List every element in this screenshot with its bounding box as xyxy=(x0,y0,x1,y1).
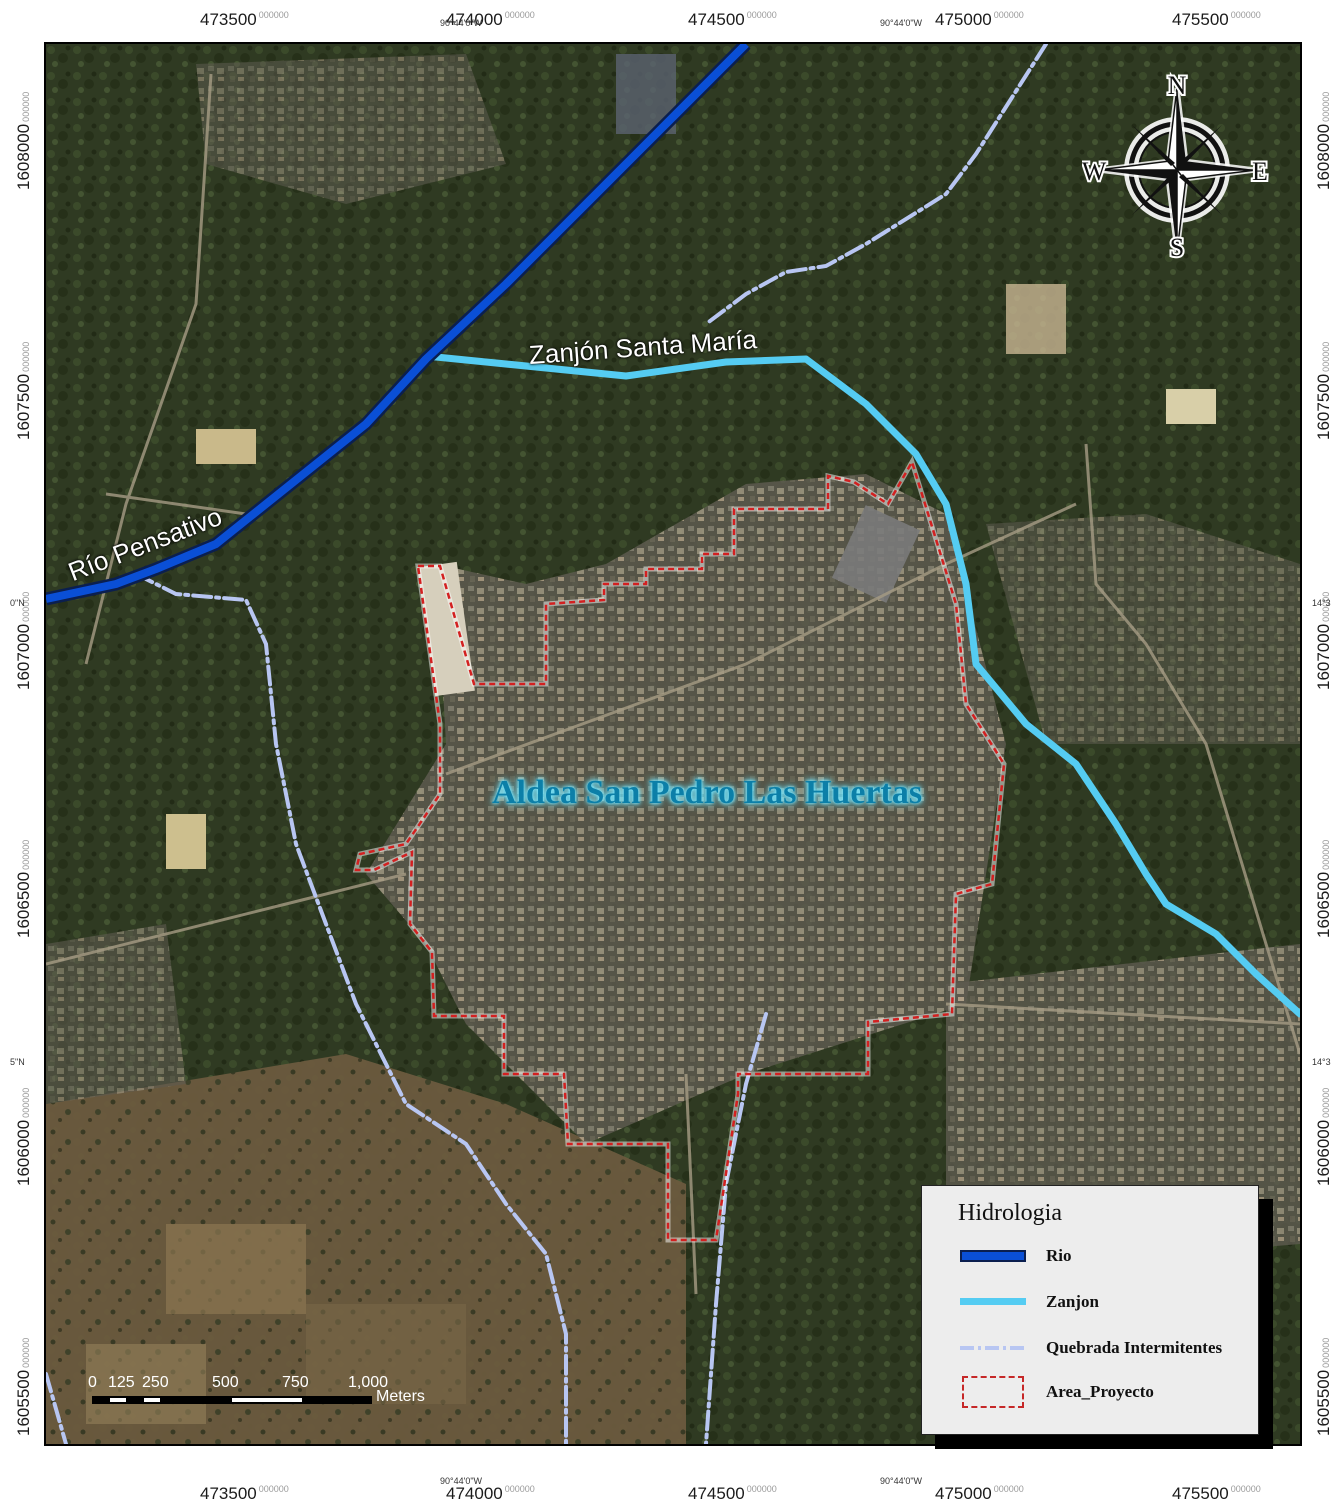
grid-y-right-5: 1606000000000 xyxy=(1314,1087,1333,1186)
grid-y-right-6: 1605500000000 xyxy=(1314,1337,1333,1436)
geo-bottom-2: 90°44'0"W xyxy=(880,1476,923,1486)
legend-item-rio: Rio xyxy=(960,1240,1072,1272)
north-arrow: N S E W xyxy=(1082,70,1272,260)
village-label: Aldea San Pedro Las Huertas xyxy=(492,774,923,811)
compass-s: S xyxy=(1170,233,1184,260)
grid-y-left-4: 1606500000000 xyxy=(14,839,33,938)
legend-item-quebrada: Quebrada Intermitentes xyxy=(960,1332,1222,1364)
geo-top-1: 90°44'0"W xyxy=(440,18,483,28)
legend: Hidrologia Rio Zanjon Quebrada Intermite… xyxy=(921,1185,1259,1435)
grid-y-left-2: 1607500000000 xyxy=(14,341,33,440)
area-polygon-icon xyxy=(960,1376,1030,1408)
quebrada-line-icon xyxy=(960,1332,1030,1364)
grid-y-right-1: 1608000000000 xyxy=(1314,91,1333,190)
zanjon-line-icon xyxy=(960,1286,1030,1318)
scale-tick-250: 250 xyxy=(142,1374,169,1391)
geo-left-2: 5"N xyxy=(10,1057,25,1067)
compass-n: N xyxy=(1168,71,1187,100)
geo-right-2: 14°3 xyxy=(1312,1057,1331,1067)
legend-label-area: Area_Proyecto xyxy=(1046,1382,1154,1401)
grid-y-left-5: 1606000000000 xyxy=(14,1087,33,1186)
compass-e: E xyxy=(1252,157,1268,186)
legend-label-rio: Rio xyxy=(1046,1246,1072,1265)
geo-right-1: 14°3 xyxy=(1312,598,1331,608)
scale-tick-0: 0 xyxy=(88,1374,97,1391)
scale-unit: Meters xyxy=(376,1388,425,1405)
scale-tick-1000: 1,000 xyxy=(348,1374,389,1391)
legend-label-zanjon: Zanjon xyxy=(1046,1292,1099,1311)
grid-y-left-1: 1608000000000 xyxy=(14,91,33,190)
scale-tick-750: 750 xyxy=(282,1374,309,1391)
scale-bar: 0 125 250 500 750 1,000 Meters xyxy=(86,1374,506,1424)
grid-y-right-4: 1606500000000 xyxy=(1314,839,1333,938)
geo-bottom-1: 90°44'0"W xyxy=(440,1476,483,1486)
compass-w: W xyxy=(1082,157,1107,186)
legend-item-area: Area_Proyecto xyxy=(960,1376,1154,1408)
legend-title: Hidrologia xyxy=(958,1200,1062,1226)
grid-y-right-2: 1607500000000 xyxy=(1314,341,1333,440)
grid-y-left-6: 1605500000000 xyxy=(14,1337,33,1436)
scale-tick-125: 125 xyxy=(108,1374,135,1391)
geo-top-2: 90°44'0"W xyxy=(880,18,923,28)
geo-left-1: 0"N xyxy=(10,598,25,608)
legend-label-quebrada: Quebrada Intermitentes xyxy=(1046,1338,1223,1357)
scale-tick-500: 500 xyxy=(212,1374,239,1391)
rio-line-icon xyxy=(960,1240,1030,1272)
legend-item-zanjon: Zanjon xyxy=(960,1286,1099,1318)
